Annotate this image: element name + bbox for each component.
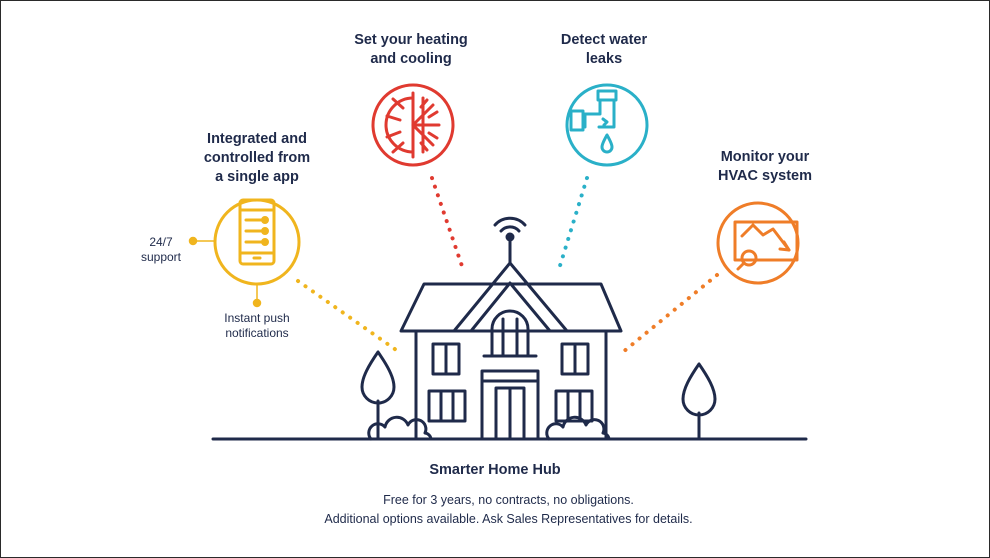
landscape [211, 350, 808, 441]
app-label: Integrated and controlled from a single … [203, 131, 311, 185]
water-label: Detect water leaks [560, 32, 648, 67]
bush-right [545, 415, 611, 441]
snowflake-sun-icon [371, 83, 455, 167]
chart-magnifier-icon [716, 201, 800, 285]
bush-left [367, 415, 433, 441]
tree-right [681, 362, 717, 417]
hub-options-line: Additional options available. Ask Sales … [324, 512, 693, 526]
heating-label: Set your heating and cooling [354, 32, 468, 67]
leaking-pipe-icon [565, 83, 649, 167]
connector-lines [296, 176, 719, 354]
hub-offer-line: Free for 3 years, no contracts, no oblig… [383, 493, 634, 507]
tree-left [360, 350, 396, 405]
hvac-label: Monitor your HVAC system [717, 149, 813, 184]
app-callout-lines [188, 236, 262, 308]
hub-title: Smarter Home Hub [429, 462, 561, 478]
connector-heating [430, 176, 465, 271]
support-callout: 24/7 support [140, 235, 182, 264]
connector-app [296, 279, 401, 354]
connector-water [557, 176, 589, 271]
push-callout: Instant push notifications [224, 311, 290, 340]
house-hub-icon [399, 216, 623, 441]
connector-hvac [621, 273, 719, 354]
smartphone-icon [213, 198, 301, 286]
